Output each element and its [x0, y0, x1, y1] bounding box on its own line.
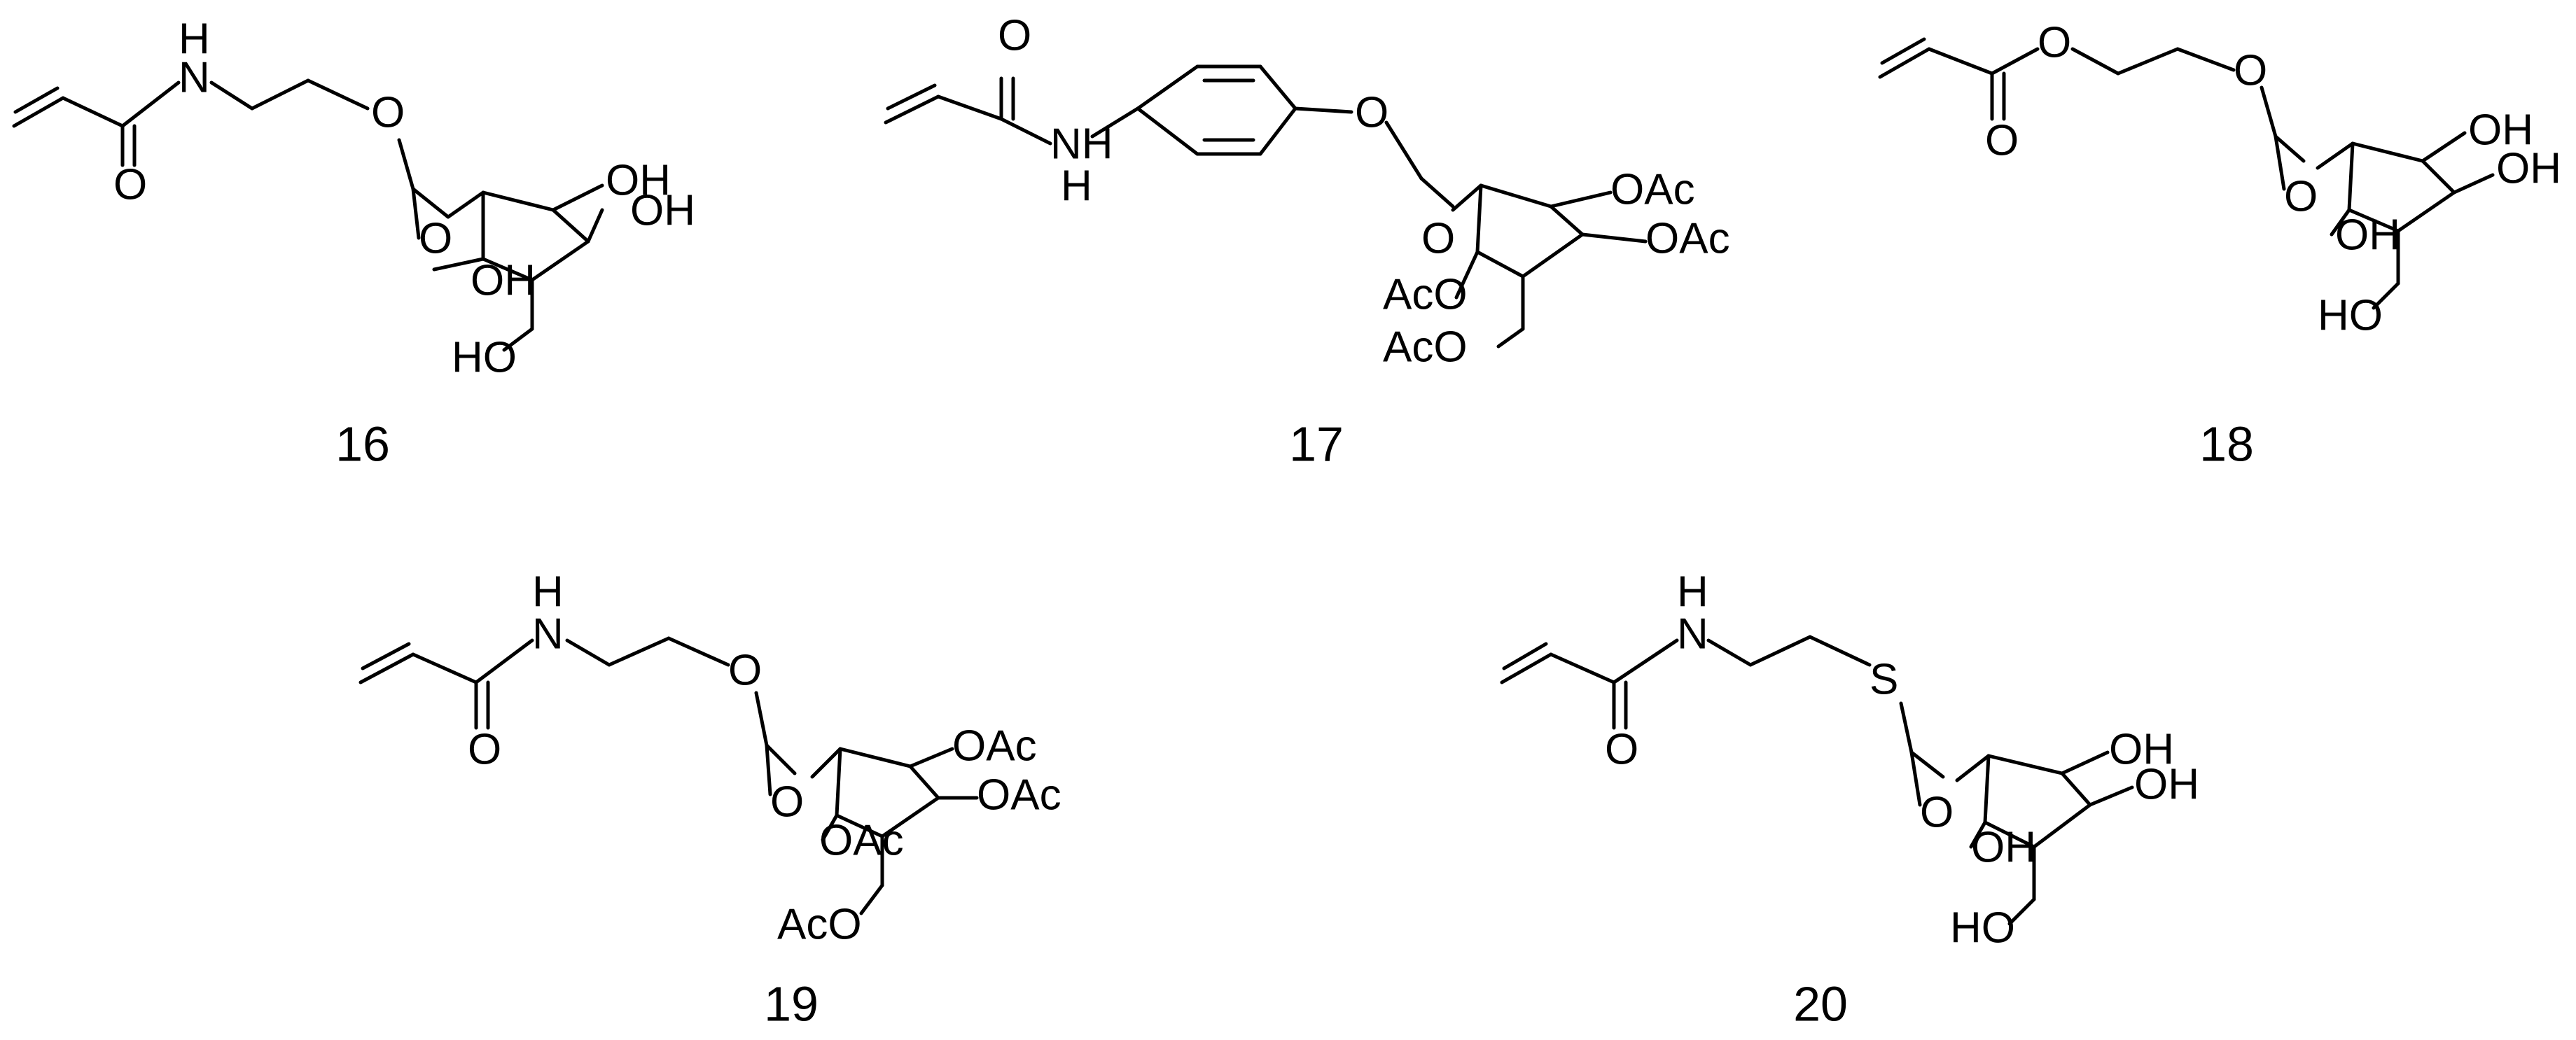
hydroxyl-label: OH [471, 256, 536, 304]
nh-hydrogen-label: H [1677, 568, 1708, 616]
carbonyl-oxygen-label: O [998, 11, 1031, 59]
compound-number: 19 [764, 976, 819, 1031]
ring-oxygen-label: O [770, 778, 804, 826]
nh-hydrogen-label: H [1061, 162, 1092, 210]
carbonyl-oxygen-label: O [468, 725, 501, 773]
hydroxyl-label: HO [2318, 291, 2383, 339]
phenolic-oxygen-label: O [1355, 88, 1388, 136]
carbonyl-oxygen-label: O [113, 160, 147, 209]
glycosidic-oxygen-label: O [371, 88, 405, 136]
compound-number: 16 [335, 416, 390, 471]
compound-19-structure: H N O O O OAc OAc OAc AcO [358, 568, 1061, 948]
thioether-sulfur-label: S [1870, 655, 1898, 703]
hydroxyl-label: OH [2496, 144, 2561, 192]
hydroxyl-label: OH [606, 156, 671, 204]
compound-20-structure: H N O S O OH OH OH HO [1500, 568, 2199, 952]
ring-oxygen-label: O [419, 214, 452, 262]
ring-oxygen-label: O [2284, 172, 2318, 220]
hydroxyl-label: OH [630, 186, 695, 234]
compound-16-structure: H N O O O OH OH OH HO [12, 15, 695, 381]
acetate-label: OAc [952, 722, 1037, 770]
hydroxyl-label: OH [2468, 106, 2533, 154]
ring-oxygen-label: O [1920, 788, 1954, 836]
hydroxyl-label: OH [2134, 760, 2199, 808]
acetate-label: AcO [1383, 323, 1468, 371]
acetate-label: OAc [1645, 214, 1730, 262]
acetate-label: AcO [1383, 270, 1468, 318]
hydroxyl-label: OH [1971, 823, 2036, 871]
acetate-label: OAc [819, 816, 904, 864]
acetate-label: OAc [1610, 165, 1695, 213]
amide-nitrogen-label: N [179, 53, 210, 101]
carbonyl-oxygen-label: O [1985, 116, 2019, 164]
amide-nitrogen-label: N [532, 610, 564, 658]
compound-number: 20 [1793, 976, 1848, 1031]
hydroxyl-label: OH [2335, 211, 2400, 259]
glycosidic-oxygen-label: O [728, 646, 762, 694]
compound-17-structure: O NH H O O OAc OAc AcO AcO [884, 11, 1730, 371]
hydroxyl-label: OH [2109, 725, 2174, 773]
compound-number: 18 [2199, 416, 2254, 471]
glycosidic-oxygen-label: O [2234, 46, 2267, 94]
amide-nh-label: NH [1050, 120, 1113, 168]
amide-nitrogen-label: N [1677, 610, 1708, 658]
nh-hydrogen-label: H [532, 568, 564, 616]
acetate-label: AcO [777, 900, 862, 948]
compound-number: 17 [1289, 416, 1344, 471]
ring-oxygen-label: O [1421, 214, 1455, 262]
carbonyl-oxygen-label: O [1605, 725, 1638, 773]
nh-hydrogen-label: H [179, 15, 210, 63]
hydroxyl-label: HO [1950, 904, 2015, 952]
ester-oxygen-label: O [2038, 18, 2071, 66]
compound-18-structure: O O O O OH OH OH HO [1878, 18, 2561, 339]
hydroxyl-label: HO [452, 333, 517, 381]
acetate-label: OAc [977, 771, 1061, 819]
